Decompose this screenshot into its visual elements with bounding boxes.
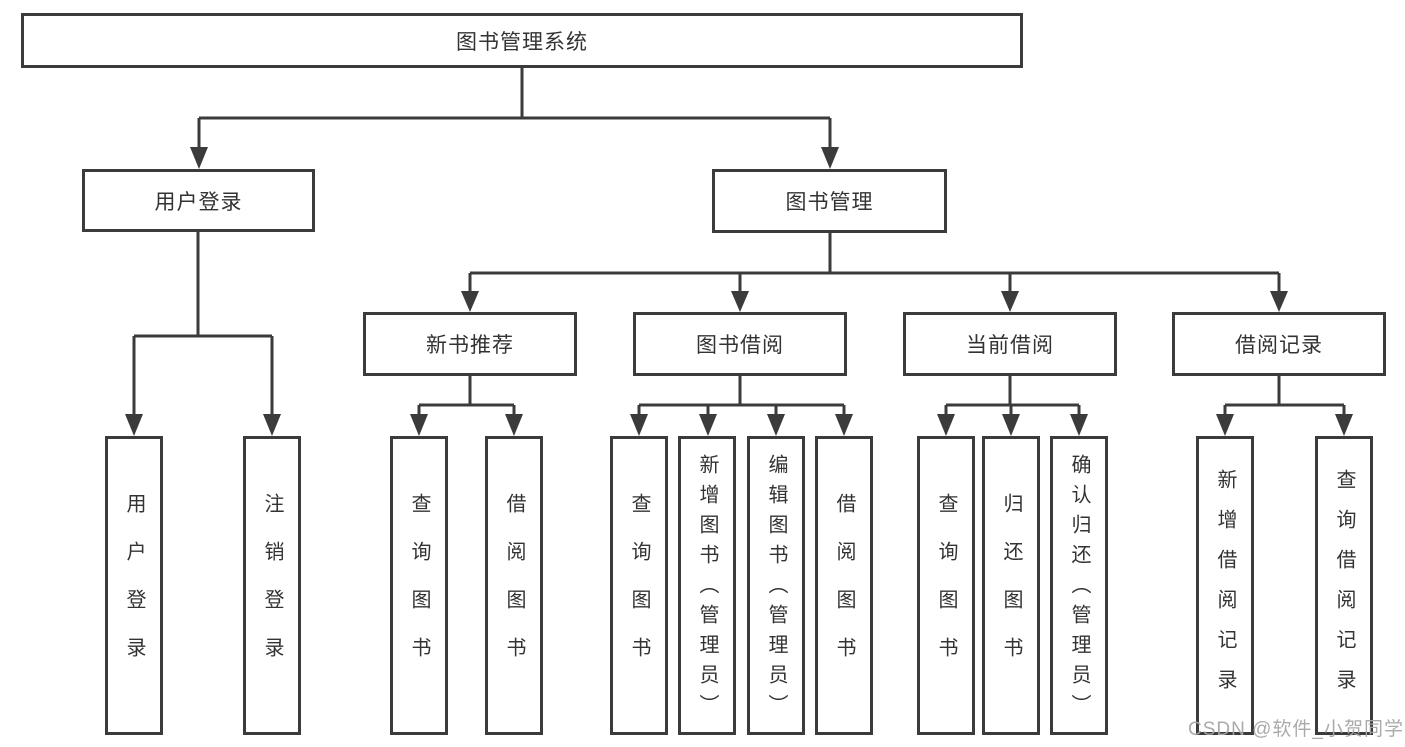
leaf-confirm-return-admin: 确认归还（管理员） bbox=[1050, 436, 1108, 735]
connector-book-borrow-branch bbox=[630, 376, 853, 436]
node-book-management: 图书管理 bbox=[712, 169, 947, 233]
connector-new-book-branch bbox=[410, 376, 523, 436]
node-root-system: 图书管理系统 bbox=[21, 13, 1023, 68]
leaf-query-books-recommend: 查询图书 bbox=[390, 436, 448, 735]
node-new-book-recommend: 新书推荐 bbox=[363, 312, 577, 376]
leaf-add-borrow-record: 新增借阅记录 bbox=[1196, 436, 1254, 735]
leaf-return-book: 归还图书 bbox=[982, 436, 1040, 735]
leaf-user-login: 用户登录 bbox=[105, 436, 163, 735]
leaf-query-books-current: 查询图书 bbox=[917, 436, 975, 735]
leaf-add-book-admin: 新增图书（管理员） bbox=[678, 436, 736, 735]
node-current-borrow: 当前借阅 bbox=[903, 312, 1117, 376]
leaf-logout: 注销登录 bbox=[243, 436, 301, 735]
node-book-borrow: 图书借阅 bbox=[633, 312, 847, 376]
node-user-login: 用户登录 bbox=[82, 169, 315, 232]
connector-current-borrow-branch bbox=[937, 376, 1088, 436]
node-borrow-records: 借阅记录 bbox=[1172, 312, 1386, 376]
connector-book-management-branch bbox=[461, 233, 1288, 312]
leaf-query-borrow-record: 查询借阅记录 bbox=[1315, 436, 1373, 735]
leaf-edit-book-admin: 编辑图书（管理员） bbox=[747, 436, 805, 735]
connector-borrow-records-branch bbox=[1216, 376, 1353, 436]
csdn-watermark: CSDN @软件_小贺同学 bbox=[1188, 719, 1404, 740]
connector-user-login-branch bbox=[125, 232, 281, 436]
leaf-borrow-books: 借阅图书 bbox=[815, 436, 873, 735]
connector-root-to-level2 bbox=[190, 68, 839, 169]
leaf-query-books-borrow: 查询图书 bbox=[610, 436, 668, 735]
leaf-borrow-books-recommend: 借阅图书 bbox=[485, 436, 543, 735]
